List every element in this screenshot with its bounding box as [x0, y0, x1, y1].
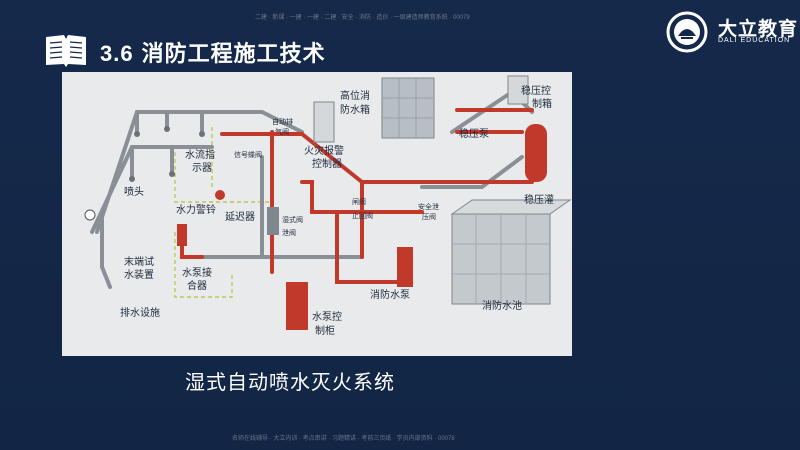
sprinkler-pipes — [90, 89, 534, 289]
label-high-tank-1: 高位消 — [340, 89, 370, 102]
label-drain-valve: 泄阀 — [282, 228, 296, 237]
label-stabilizer-tank: 稳压灌 — [524, 193, 554, 206]
stabilizer-control-box — [507, 75, 529, 105]
brand-name: 大立教育 — [718, 19, 799, 40]
fire-pump-body — [397, 247, 413, 287]
label-flow-indicator-2: 示器 — [192, 162, 212, 174]
label-water-bell: 水力警铃 — [176, 203, 216, 216]
label-gate-valve: 闸阀 — [352, 197, 366, 206]
diagram-caption: 湿式自动喷水灭火系统 — [185, 372, 395, 394]
dashed-boundaries — [174, 102, 383, 298]
label-pump-cabinet-2: 制柜 — [315, 324, 335, 337]
brand-logo-icon — [666, 11, 708, 53]
water-bell-icon — [215, 190, 225, 200]
watermark-top: 二建 · 新课 · 一建 · 一建 · 二建 · 安全 · 消防 · 造价 · … — [255, 15, 470, 21]
pump-connector-icon — [177, 224, 187, 246]
label-check-valve: 止回阀 — [352, 211, 373, 220]
fire-alarm-controller-box — [313, 101, 335, 143]
label-alarm-valve: 湿式阀 — [282, 215, 303, 224]
pressure-gauge-icon — [84, 209, 96, 221]
label-stabilizer-ctrl-2: 制箱 — [532, 97, 552, 110]
label-end-test-1: 末端试 — [124, 255, 154, 268]
label-pump-connector-2: 合器 — [187, 279, 207, 292]
book-icon — [46, 35, 86, 67]
stabilizer-tank-body — [525, 124, 547, 182]
label-delay-unit: 延迟器 — [225, 210, 255, 223]
sprinkler-heads — [129, 126, 205, 182]
label-relief-valve-2: 压阀 — [422, 212, 436, 221]
main-supply-pipes — [180, 108, 534, 284]
page-title: 3.6 消防工程施工技术 — [100, 36, 326, 68]
fire-water-pool — [450, 199, 572, 305]
label-relief-valve-1: 安全泄 — [418, 202, 439, 211]
label-fire-alarm-1: 火灾报警 — [304, 144, 344, 157]
label-sprinkler-head: 喷头 — [124, 186, 144, 198]
watermark-bottom: 名师在线辅导 · 大立内训 · 考点串讲 · 习题精讲 · 考前三页纸 · 学员… — [232, 436, 455, 442]
label-signal-valve: 信号蝶阀 — [234, 150, 262, 159]
label-stabilizer-pump: 稳压泵 — [459, 127, 489, 140]
label-drain-facility: 排水设施 — [120, 306, 160, 319]
alarm-valve-icon — [267, 207, 279, 235]
label-fire-alarm-2: 控制器 — [312, 157, 342, 170]
section-number: 3.6 — [100, 41, 134, 66]
high-water-tank — [381, 77, 435, 139]
label-flow-indicator-1: 水流指 — [185, 148, 215, 161]
label-fire-pump: 消防水泵 — [370, 288, 410, 301]
pump-control-cabinet — [286, 282, 308, 330]
label-stabilizer-ctrl-1: 稳压控 — [521, 84, 551, 97]
brand-name-en: DALI EDUCATION — [718, 37, 791, 44]
label-end-test-2: 水装置 — [124, 268, 154, 281]
label-auto-exhaust-2: 气阀 — [275, 127, 289, 136]
label-auto-exhaust-1: 自动排 — [272, 117, 293, 126]
label-pump-cabinet-1: 水泵控 — [312, 310, 342, 323]
label-high-tank-2: 防水箱 — [340, 103, 370, 116]
section-title: 消防工程施工技术 — [141, 41, 326, 66]
label-fire-pool: 消防水池 — [482, 299, 522, 312]
label-pump-connector-1: 水泵接 — [182, 266, 212, 279]
sprinkler-system-diagram: 喷头 水流指 示器 信号蝶阀 自动排 气阀 火灾报警 控制器 高位消 防水箱 稳… — [62, 72, 572, 356]
diagram-canvas: 喷头 水流指 示器 信号蝶阀 自动排 气阀 火灾报警 控制器 高位消 防水箱 稳… — [62, 72, 572, 356]
